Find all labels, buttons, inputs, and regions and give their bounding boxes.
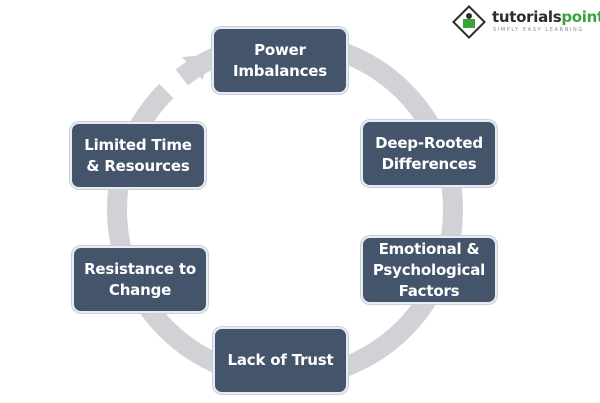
node-resistance-to-change: Resistance to Change <box>72 246 208 313</box>
node-limited-time-resources: Limited Time & Resources <box>70 122 206 189</box>
logo-name-part1: tutorials <box>492 8 562 26</box>
logo-tagline: SIMPLY EASY LEARNING <box>493 27 584 33</box>
tutorialspoint-logo: tutorialspoint SIMPLY EASY LEARNING <box>452 5 600 41</box>
logo-wordmark: tutorialspoint <box>492 8 600 26</box>
logo-diamond-icon <box>452 5 486 39</box>
node-label: Lack of Trust <box>227 351 334 369</box>
node-label: Emotional & Psychological Factors <box>372 239 486 300</box>
node-emotional-psychological-factors: Emotional & Psychological Factors <box>361 236 497 304</box>
node-power-imbalances: Power Imbalances <box>212 27 348 94</box>
node-label: Resistance to Change <box>84 259 196 299</box>
node-label: Deep-Rooted Differences <box>375 133 483 173</box>
node-deep-rooted-differences: Deep-Rooted Differences <box>361 120 497 187</box>
logo-name-part2: point <box>561 8 600 26</box>
node-lack-of-trust: Lack of Trust <box>213 327 348 394</box>
node-label: Limited Time & Resources <box>84 135 192 175</box>
node-label: Power Imbalances <box>232 40 327 80</box>
cycle-arrowhead <box>182 55 207 80</box>
